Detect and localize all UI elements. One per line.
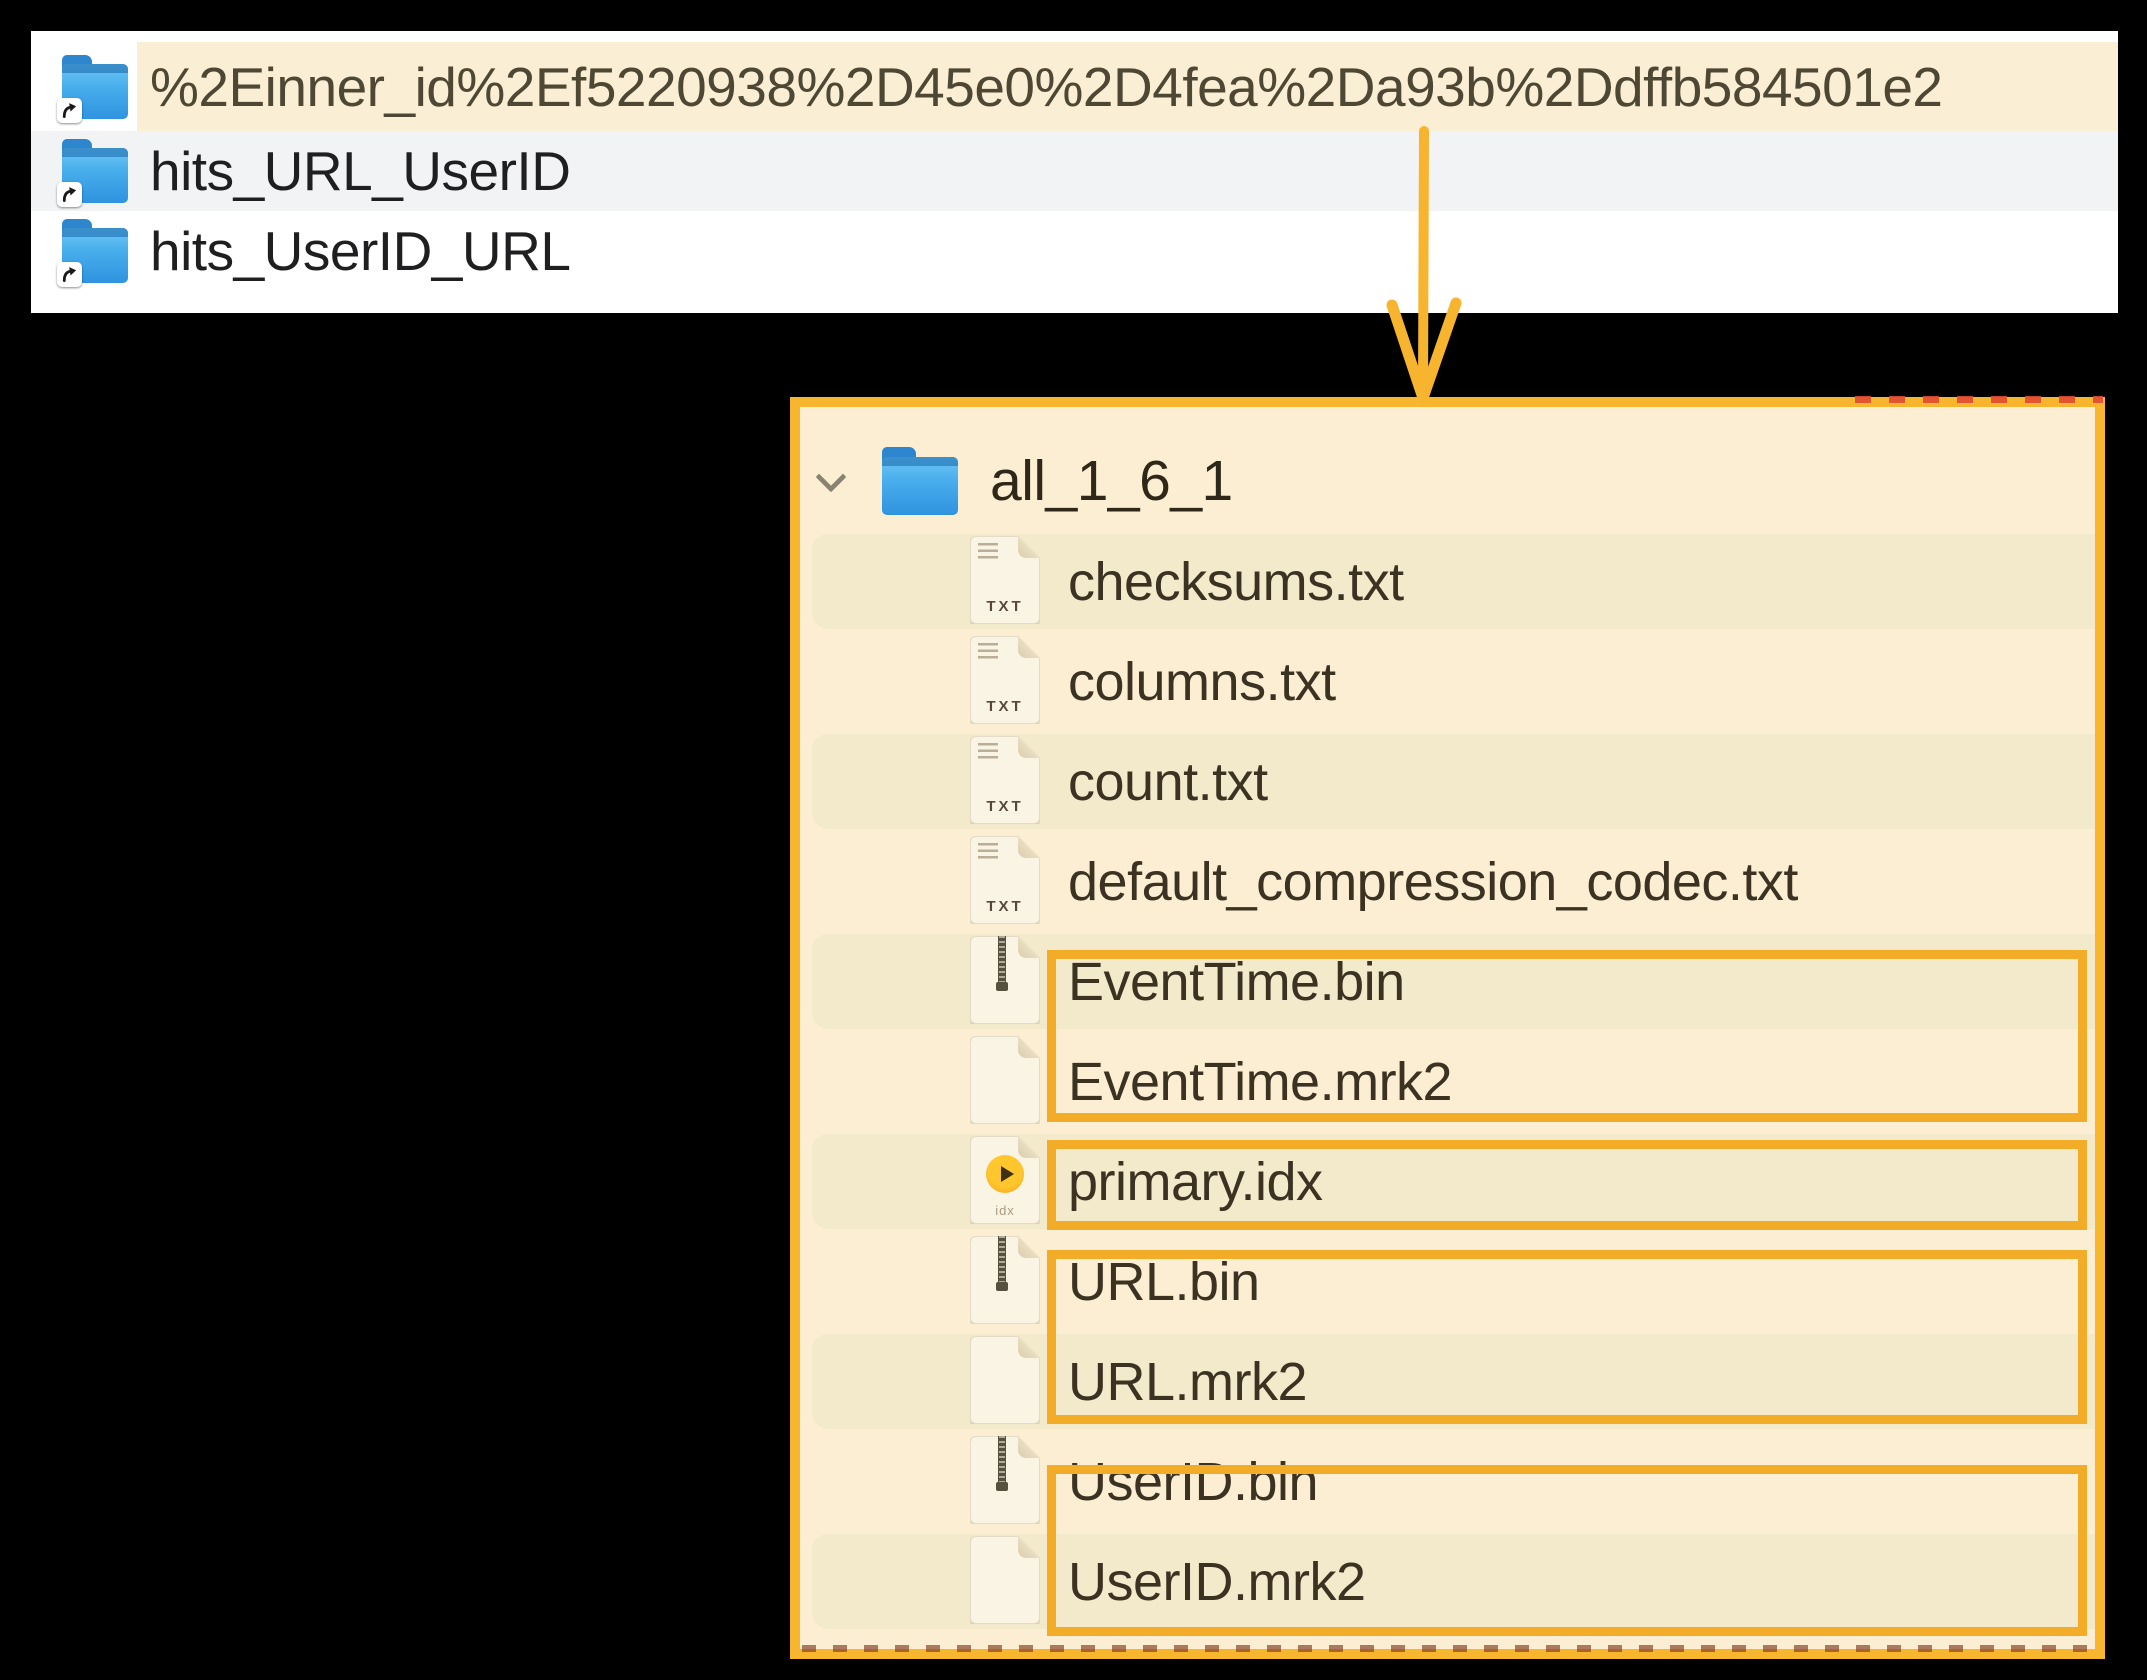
mrk2-file-icon <box>965 1336 1045 1428</box>
folder-name: hits_UserID_URL <box>150 220 571 282</box>
file-row[interactable]: URL.mrk2 <box>800 1332 2095 1432</box>
file-name: columns.txt <box>1068 652 1336 712</box>
txt-label: TXT <box>986 798 1024 815</box>
file-name: UserID.bin <box>1068 1452 1319 1512</box>
txt-label: TXT <box>986 898 1024 915</box>
idx-label: idx <box>995 1203 1015 1218</box>
file-row[interactable]: UserID.mrk2 <box>800 1532 2095 1632</box>
folder-row-inner-id[interactable]: %2Einner_id%2Ef5220938%2D45e0%2D4fea%2Da… <box>31 42 2118 131</box>
file-name: EventTime.mrk2 <box>1068 1052 1453 1112</box>
idx-file-icon: idx <box>965 1136 1045 1228</box>
finder-folders-panel: %2Einner_id%2Ef5220938%2D45e0%2D4fea%2Da… <box>31 31 2118 313</box>
file-name: URL.bin <box>1068 1252 1260 1312</box>
file-list: TXT checksums.txt TXT columns.txt TXT co… <box>800 532 2095 1649</box>
txt-file-icon: TXT <box>965 736 1045 828</box>
file-row[interactable]: EventTime.bin <box>800 932 2095 1032</box>
alias-arrow-badge <box>57 97 82 123</box>
alias-arrow-badge <box>57 262 82 287</box>
bin-file-icon <box>965 936 1045 1028</box>
text-lines-glyph <box>978 543 998 560</box>
bin-file-icon <box>965 1236 1045 1328</box>
alias-arrow-badge <box>57 182 82 207</box>
file-name: count.txt <box>1068 752 1268 812</box>
zipper-glyph <box>994 1436 1010 1482</box>
file-row[interactable]: UserID.bin <box>800 1432 2095 1532</box>
alias-folder-icon <box>57 139 128 207</box>
folder-row-hits-url-userid[interactable]: hits_URL_UserID <box>31 131 2118 211</box>
folder-name: hits_URL_UserID <box>150 140 571 202</box>
document-page <box>970 1036 1040 1124</box>
txt-file-icon: TXT <box>965 836 1045 928</box>
mrk2-file-icon <box>965 1036 1045 1128</box>
part-contents-inner: all_1_6_1 TXT checksums.txt TXT columns.… <box>800 407 2095 1649</box>
down-arrow <box>1386 126 1462 404</box>
folder-row-hits-userid-url[interactable]: hits_UserID_URL <box>31 211 2118 291</box>
folder-icon <box>882 447 958 515</box>
document-page <box>970 1236 1040 1324</box>
document-page: TXT <box>970 736 1040 824</box>
txt-label: TXT <box>986 598 1024 615</box>
document-page: idx <box>970 1136 1040 1224</box>
mrk2-file-icon <box>965 1536 1045 1628</box>
file-name: UserID.mrk2 <box>1068 1552 1366 1612</box>
orange-disc-play-glyph <box>986 1155 1024 1193</box>
folder-name: %2Einner_id%2Ef5220938%2D45e0%2D4fea%2Da… <box>150 55 1943 118</box>
text-lines-glyph <box>978 843 998 860</box>
root-folder-name: all_1_6_1 <box>990 449 1233 513</box>
document-page <box>970 936 1040 1024</box>
part-contents-panel: all_1_6_1 TXT checksums.txt TXT columns.… <box>790 397 2105 1659</box>
folder-body <box>62 148 128 203</box>
bin-file-icon <box>965 1436 1045 1528</box>
text-lines-glyph <box>978 643 998 660</box>
document-page: TXT <box>970 536 1040 624</box>
file-row[interactable]: TXT columns.txt <box>800 632 2095 732</box>
alias-folder-icon <box>57 54 128 123</box>
file-row[interactable]: TXT default_compression_codec.txt <box>800 832 2095 932</box>
document-page: TXT <box>970 836 1040 924</box>
document-page <box>970 1336 1040 1424</box>
txt-label: TXT <box>986 698 1024 715</box>
file-row[interactable]: TXT count.txt <box>800 732 2095 832</box>
file-row[interactable]: TXT checksums.txt <box>800 532 2095 632</box>
file-name: EventTime.bin <box>1068 952 1405 1012</box>
folder-body <box>882 457 958 515</box>
alias-folder-icon <box>57 219 128 287</box>
text-lines-glyph <box>978 743 998 760</box>
zipper-glyph <box>994 936 1010 982</box>
root-folder-row[interactable]: all_1_6_1 <box>800 430 2095 532</box>
file-name: URL.mrk2 <box>1068 1352 1308 1412</box>
file-row[interactable]: idx primary.idx <box>800 1132 2095 1232</box>
document-page: TXT <box>970 636 1040 724</box>
file-row[interactable]: EventTime.mrk2 <box>800 1032 2095 1132</box>
red-dash-marks-top <box>1855 396 2103 403</box>
red-dash-marks-bottom <box>802 1645 2094 1652</box>
document-page <box>970 1436 1040 1524</box>
file-row[interactable]: URL.bin <box>800 1232 2095 1332</box>
zipper-glyph <box>994 1236 1010 1282</box>
selected-name-highlight <box>137 42 2118 131</box>
txt-file-icon: TXT <box>965 636 1045 728</box>
file-name: checksums.txt <box>1068 552 1404 612</box>
document-page <box>970 1536 1040 1624</box>
chevron-down-icon[interactable] <box>815 461 847 493</box>
txt-file-icon: TXT <box>965 536 1045 628</box>
file-name: primary.idx <box>1068 1152 1323 1212</box>
file-name: default_compression_codec.txt <box>1068 852 1798 912</box>
